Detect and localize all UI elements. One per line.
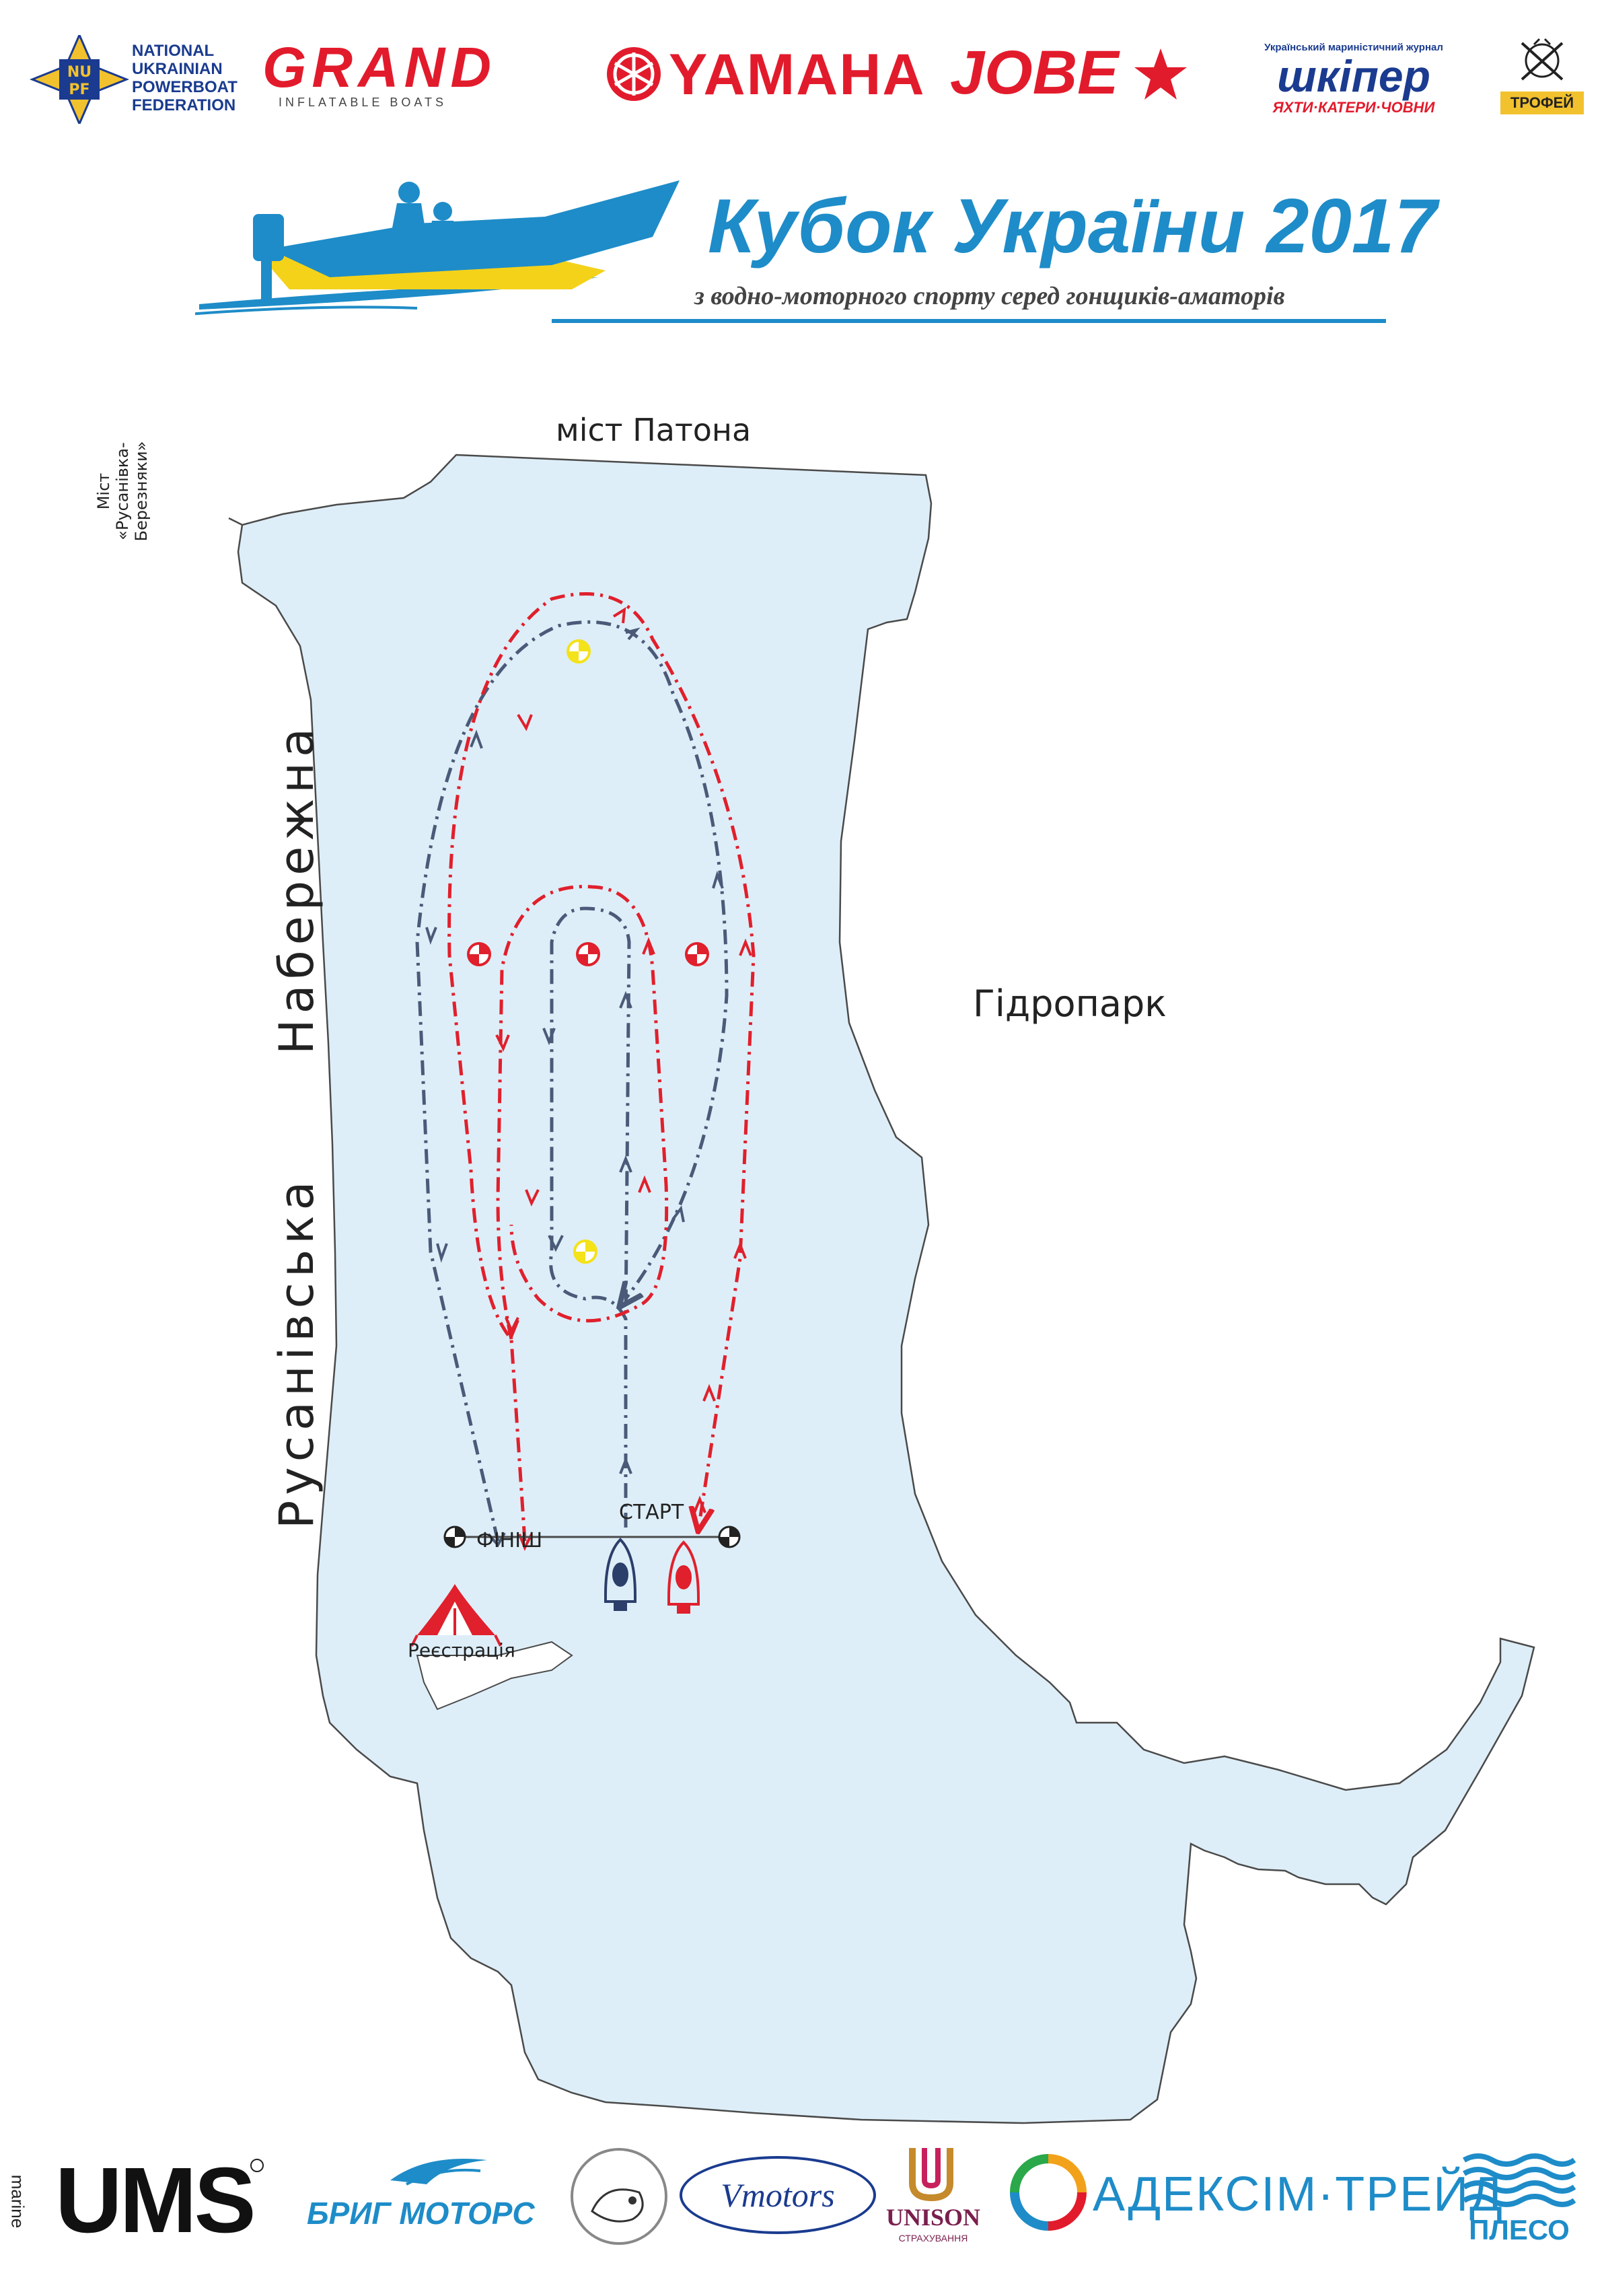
left-bridge-line xyxy=(228,517,243,526)
red-arrow xyxy=(506,1320,519,1338)
blue-route-arrows xyxy=(425,627,724,1548)
blue-arrow xyxy=(619,991,632,1009)
grand-sub: INFLATABLE BOATS xyxy=(279,96,447,109)
registered-mark xyxy=(250,2159,264,2172)
blue-arrow xyxy=(436,1243,448,1263)
jobe-star-icon xyxy=(1134,48,1187,100)
vmotors-wordmark: Vmotors xyxy=(721,2176,835,2214)
adeksim-wordmark: АДЕКСІМ·ТРЕЙД xyxy=(1093,2167,1504,2221)
red-arrow xyxy=(638,1175,651,1193)
park-label: Гідропарк xyxy=(973,982,1167,1025)
river-water-area xyxy=(237,454,1535,2124)
trophy-club-emblem-icon xyxy=(1521,38,1564,81)
registration-label: Реєстрація xyxy=(408,1639,515,1661)
ums-marine-small: marine xyxy=(7,2174,28,2229)
embankment-label: Русанівська Набережна xyxy=(269,641,324,1529)
red-arrow xyxy=(693,1495,706,1513)
registration-tent-icon xyxy=(410,1584,502,1647)
red-arrow xyxy=(612,607,626,624)
red-route-arrows xyxy=(495,607,752,1551)
title-underline xyxy=(552,319,1386,323)
grand-logo: GRAND INFLATABLE BOATS xyxy=(262,39,572,110)
red-route-inner-leg xyxy=(496,885,669,1340)
red-arrow xyxy=(517,713,533,731)
pleso-wordmark: ПЛЕСО xyxy=(1469,2214,1570,2246)
red-arrow xyxy=(702,1384,716,1402)
red-arrow xyxy=(518,1534,533,1551)
blue-arrow xyxy=(625,627,641,641)
start-label: СТАРТ xyxy=(619,1501,684,1524)
ums-wordmark: UMS xyxy=(55,2149,256,2252)
blue-route-finish-leg xyxy=(415,620,729,1542)
club-circle-emblem-icon xyxy=(571,2148,667,2245)
skipper-name: шкiпер xyxy=(1277,51,1430,101)
red-route-finish-leg xyxy=(447,592,756,1542)
trophy-text: ТРОФЕЙ xyxy=(1510,94,1574,111)
unison-sub: СТРАХУВАННЯ xyxy=(898,2233,968,2244)
blue-arrow xyxy=(425,927,437,945)
skipper-sub: ЯХТИ·КАТЕРИ·ЧОВНИ xyxy=(1272,99,1435,116)
vmotors-logo: Vmotors xyxy=(680,2156,876,2234)
blue-arrow xyxy=(712,870,724,889)
red-arrow xyxy=(739,938,752,956)
skipper-logo: Український маринiстичний журнал шкiпер … xyxy=(1246,42,1461,116)
yellow-buoy-bottom-icon xyxy=(573,1240,597,1264)
jobe-wordmark: JOBE xyxy=(950,38,1119,107)
finish-label: ФІНІШ xyxy=(476,1529,543,1552)
red-arrow xyxy=(733,1241,747,1259)
embankment-word-2: Русанівська xyxy=(269,1176,324,1529)
racing-boat-icon xyxy=(195,180,680,316)
bridge-top-label: міст Патона xyxy=(556,412,752,448)
red-arrow xyxy=(525,1189,540,1207)
nupf-line: POWERBOAT xyxy=(132,78,238,96)
nupf-line: NATIONAL xyxy=(132,42,215,60)
blue-arrow xyxy=(542,1028,556,1046)
yamaha-wordmark: YAMAHA xyxy=(669,42,926,107)
yamaha-emblem-icon xyxy=(607,47,661,101)
yellow-buoy-top-icon xyxy=(567,639,591,663)
nupf-logo: NU PF xyxy=(29,35,130,124)
page-title: Кубок України 2017 xyxy=(708,184,1437,269)
blue-arrow xyxy=(619,1456,632,1474)
red-arrow xyxy=(642,937,655,955)
bridge-left-label: Міст «Русанівка- Березняки» xyxy=(94,404,151,579)
unison-mark-icon xyxy=(909,2148,953,2202)
blue-arrow xyxy=(548,1235,564,1252)
brig-motors-wave-icon xyxy=(390,2159,487,2186)
pleso-waves-icon xyxy=(1463,2153,1576,2207)
brig-motors-wordmark: БРИГ МОТОРС xyxy=(307,2196,535,2231)
red-arrow xyxy=(495,1034,510,1052)
embankment-word-1: Набережна xyxy=(269,723,324,1055)
bridge-left-line: «Русанівка- xyxy=(113,442,132,540)
blue-arrow xyxy=(671,1205,685,1223)
red-route xyxy=(447,592,756,1542)
nupf-line: FEDERATION xyxy=(132,96,236,114)
blue-arrow xyxy=(470,729,483,749)
registration-bay xyxy=(416,1641,573,1711)
gate-buoy-right-icon xyxy=(718,1526,741,1548)
bridge-left-line: Міст xyxy=(94,472,113,510)
bridge-left-line: Березняки» xyxy=(132,441,151,542)
red-buoy-right-icon xyxy=(685,942,709,966)
red-boat-icon xyxy=(667,1540,700,1614)
blue-route-start-leg xyxy=(549,906,631,1528)
trophy-label: ТРОФЕЙ xyxy=(1500,92,1584,114)
blue-arrow xyxy=(619,1155,632,1173)
gate-buoy-left-icon xyxy=(443,1526,466,1548)
red-buoy-center-icon xyxy=(576,942,600,966)
adeksim-swirl-icon xyxy=(1010,2154,1087,2231)
page-subtitle: з водно-моторного спорту серед гонщиків-… xyxy=(694,282,1285,310)
nupf-line: UKRAINIAN xyxy=(132,60,223,78)
nupf-name: NATIONAL UKRAINIAN POWERBOAT FEDERATION xyxy=(132,42,238,114)
blue-route xyxy=(415,620,729,1542)
skipper-tag: Український маринiстичний журнал xyxy=(1264,42,1443,53)
red-buoy-left-icon xyxy=(467,942,491,966)
unison-wordmark: UNISON xyxy=(885,2204,981,2231)
nupf-badge-bottom: PF xyxy=(69,81,89,98)
grand-name: GRAND xyxy=(262,36,497,99)
blue-boat-icon xyxy=(604,1538,636,1611)
nupf-badge-top: NU xyxy=(67,64,92,81)
